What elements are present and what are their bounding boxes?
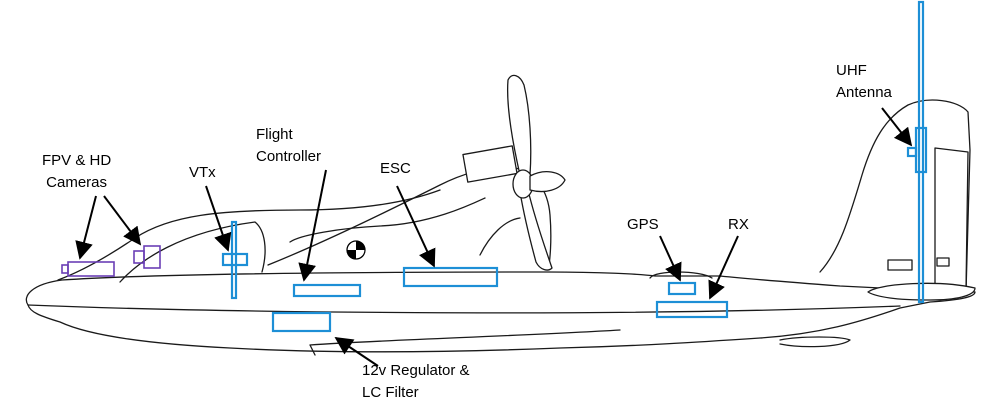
hd-camera <box>133 245 161 269</box>
hull-chine <box>27 304 901 314</box>
spinner <box>529 170 566 193</box>
fpv-camera <box>61 261 115 277</box>
canopy-line <box>119 221 266 283</box>
label-uhf-antenna: UHF Antenna <box>836 60 892 104</box>
tail-vent <box>936 257 950 267</box>
arrow-flight-controller <box>298 169 327 282</box>
label-rx: RX <box>728 214 749 236</box>
flight-controller-box <box>292 283 362 298</box>
label-gps-line-1: GPS <box>627 216 659 233</box>
label-rx-line-1: RX <box>728 216 749 233</box>
rudder <box>934 147 969 293</box>
label-regulator-line-2: LC Filter <box>362 384 419 401</box>
tail-fin <box>819 99 971 293</box>
arrow-uhf-antenna <box>881 107 913 147</box>
label-vtx: VTx <box>189 162 216 184</box>
propeller-upper-blade <box>506 74 532 176</box>
hull <box>25 271 976 353</box>
tail-hatch <box>887 259 913 271</box>
canopy <box>57 189 441 281</box>
stabilizer <box>867 282 976 301</box>
arrow-esc <box>396 185 436 268</box>
pylon <box>267 166 552 271</box>
label-uhf-antenna-line-2: Antenna <box>836 84 892 101</box>
label-esc-line-1: ESC <box>380 160 411 177</box>
hull-step <box>309 329 621 356</box>
uhf-antenna-stub <box>906 146 918 158</box>
label-gps: GPS <box>627 214 659 236</box>
propeller-lower-blade <box>519 189 553 271</box>
gps-box <box>667 281 697 296</box>
label-flight-controller-line-1: Flight <box>256 126 293 143</box>
label-vtx-line-1: VTx <box>189 164 216 181</box>
keel-fin <box>779 336 851 348</box>
uhf-antenna-box <box>914 126 928 174</box>
esc-box <box>402 266 499 288</box>
arrow-vtx <box>205 185 232 252</box>
regulator-box <box>271 311 332 333</box>
uhf-antenna-mast <box>917 0 925 304</box>
gps-hump <box>649 271 713 279</box>
label-regulator-line-1: 12v Regulator & <box>362 362 470 379</box>
label-flight-controller-line-2: Controller <box>256 148 322 165</box>
vtx-antenna <box>230 220 238 300</box>
arrow-rx <box>708 235 739 300</box>
label-regulator: 12v Regulator & LC Filter <box>362 360 470 404</box>
nacelle-top <box>462 145 518 183</box>
label-cameras: FPV & HD Cameras <box>42 150 111 194</box>
vtx-box <box>221 252 249 267</box>
rx-box <box>655 300 729 319</box>
pylon-inner <box>289 197 486 243</box>
center-of-gravity-symbol <box>346 240 366 260</box>
pylon-rear <box>479 217 521 256</box>
arrow-fpv-camera <box>75 195 97 260</box>
label-flight-controller: Flight Controller <box>256 124 321 168</box>
label-cameras-line-2: Cameras <box>46 174 108 191</box>
arrow-regulator <box>334 337 379 367</box>
label-cameras-line-1: FPV & HD <box>42 152 112 169</box>
label-uhf-antenna-line-1: UHF <box>836 62 867 79</box>
arrow-gps <box>659 235 682 282</box>
arrow-hd-camera <box>103 195 142 246</box>
label-esc: ESC <box>380 158 411 180</box>
